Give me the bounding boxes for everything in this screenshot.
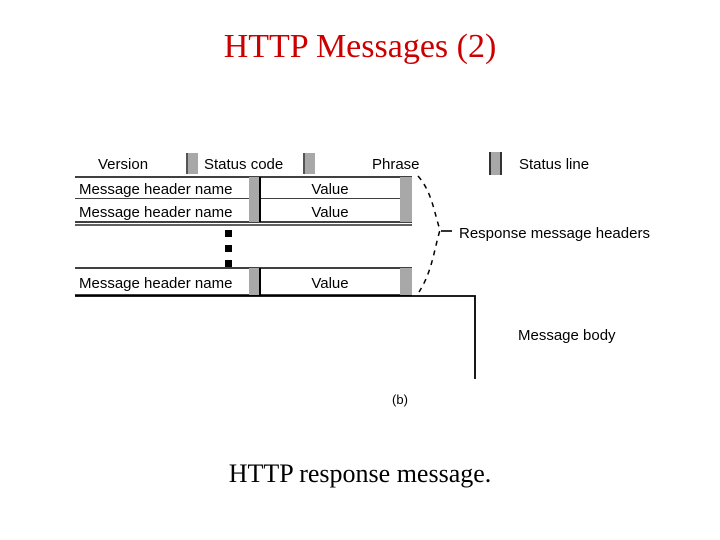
panel-label: (b) [392, 392, 408, 407]
message-body-bracket [75, 295, 476, 379]
page-title: HTTP Messages (2) [223, 28, 497, 65]
header-row-2: Message header name Value [75, 199, 412, 223]
label-status-code: Status code [204, 156, 283, 173]
header-row-2-value: Value [311, 204, 348, 221]
header-row-2-name: Message header name [79, 204, 232, 221]
label-status-line-legend: Status line [519, 156, 589, 173]
label-version: Version [98, 156, 148, 173]
header-row-3: Message header name Value [75, 267, 412, 296]
status-line-legend-swatch [489, 152, 502, 175]
label-response-message-headers: Response message headers [459, 225, 650, 242]
response-headers-brace [417, 175, 452, 293]
header-row-3-name: Message header name [79, 275, 232, 292]
header-row-3-value: Value [311, 275, 348, 292]
header-row-1: Message header name Value [75, 176, 412, 200]
status-line-separator-2 [303, 153, 315, 174]
status-line-separator-1 [186, 153, 198, 174]
label-message-body: Message body [518, 327, 616, 344]
header-row-1-name: Message header name [79, 181, 232, 198]
header-row-1-value: Value [311, 181, 348, 198]
figure-caption: HTTP response message. [228, 459, 492, 488]
label-phrase: Phrase [372, 156, 420, 173]
vertical-ellipsis-icon [225, 230, 232, 267]
